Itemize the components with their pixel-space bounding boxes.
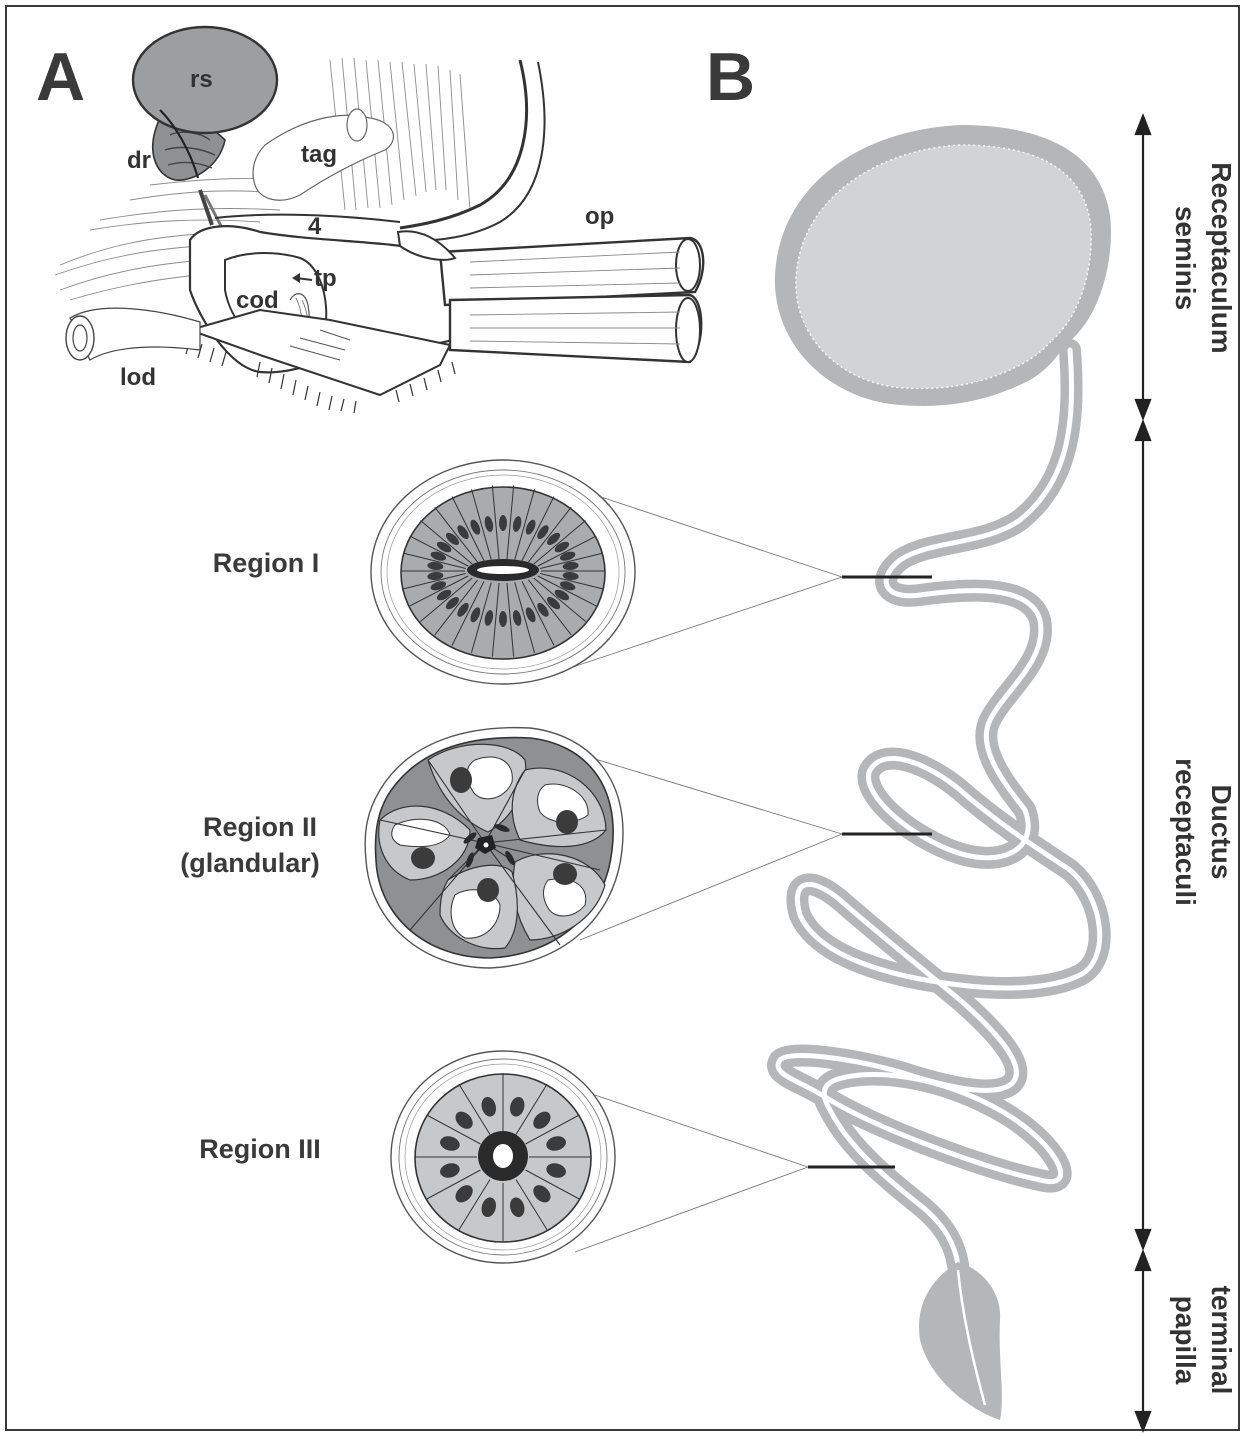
label-op: op bbox=[585, 203, 614, 230]
cross-section-region-3 bbox=[391, 1051, 615, 1263]
label-tp: tp bbox=[314, 265, 337, 292]
nucleus bbox=[499, 611, 507, 627]
panel-a-letter: A bbox=[36, 39, 85, 115]
label-receptaculum: Receptaculum bbox=[1206, 162, 1237, 353]
label-tag: tag bbox=[301, 141, 337, 168]
label-terminal: terminal bbox=[1206, 1286, 1237, 1395]
label-seminis-text: seminis bbox=[1170, 206, 1201, 310]
label-papilla: papilla bbox=[1170, 1296, 1201, 1385]
cross-section-region-1 bbox=[371, 460, 635, 684]
label-dr: dr bbox=[127, 147, 151, 174]
label-region-2-glandular: (glandular) bbox=[180, 848, 320, 878]
label-region-3: Region III bbox=[199, 1134, 321, 1164]
label-region-1: Region I bbox=[213, 548, 320, 578]
label-cod: cod bbox=[236, 287, 279, 314]
label-4: 4 bbox=[308, 213, 322, 240]
label-rs: rs bbox=[190, 66, 213, 93]
label-receptaculi: receptaculi bbox=[1170, 758, 1201, 906]
label-ductus: Ductus bbox=[1206, 785, 1237, 880]
panel-b-letter: B bbox=[706, 39, 755, 115]
label-lod: lod bbox=[120, 364, 156, 391]
label-region-2: Region II bbox=[203, 812, 317, 842]
nucleus bbox=[499, 515, 507, 531]
